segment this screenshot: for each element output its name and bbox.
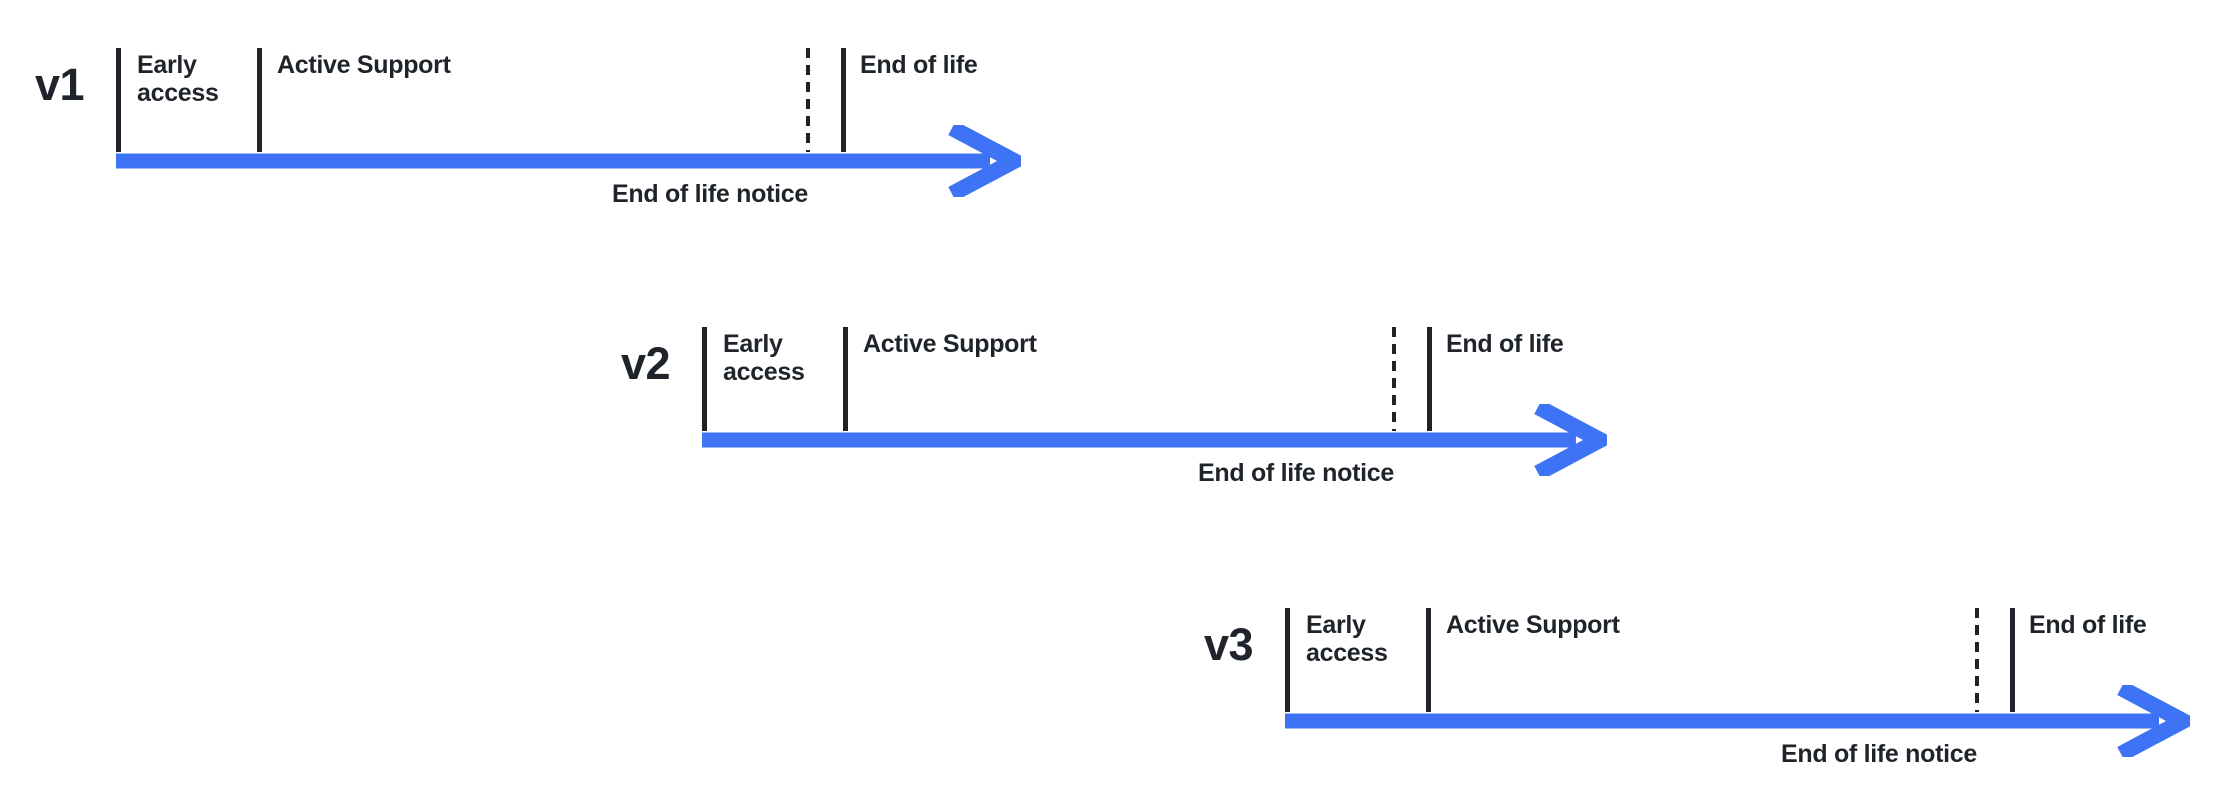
eol-notice-dashed-tick: [1392, 327, 1396, 431]
active-support-start-tick: [257, 48, 262, 152]
early-access-start-tick: [1285, 608, 1290, 712]
active-support-start-tick: [843, 327, 848, 431]
eol-notice-label: End of life notice: [1198, 459, 1394, 487]
end-of-life-label: End of life: [2029, 611, 2147, 639]
end-of-life-label: End of life: [1446, 330, 1564, 358]
end-of-life-tick: [1427, 327, 1432, 431]
early-access-start-tick: [116, 48, 121, 152]
timeline-arrow-icon: [116, 125, 1021, 197]
timeline-row-v2: v2 Early access Active Support End of li…: [586, 309, 1646, 514]
eol-notice-label: End of life notice: [612, 180, 808, 208]
version-label-v3: v3: [1203, 619, 1254, 670]
active-support-start-tick: [1426, 608, 1431, 712]
early-access-label: Early access: [723, 330, 805, 386]
end-of-life-tick: [2010, 608, 2015, 712]
eol-notice-dashed-tick: [1975, 608, 1979, 712]
eol-notice-label: End of life notice: [1781, 740, 1977, 768]
end-of-life-tick: [841, 48, 846, 152]
timeline-arrow-icon: [702, 404, 1607, 476]
timeline-arrow-icon: [1285, 685, 2190, 757]
early-access-label: Early access: [1306, 611, 1388, 667]
end-of-life-label: End of life: [860, 51, 978, 79]
timeline-row-v3: v3 Early access Active Support End of li…: [1169, 590, 2228, 795]
eol-notice-dashed-tick: [806, 48, 810, 152]
active-support-label: Active Support: [863, 330, 1037, 358]
early-access-start-tick: [702, 327, 707, 431]
version-label-v2: v2: [620, 338, 671, 389]
active-support-label: Active Support: [1446, 611, 1620, 639]
version-label-v1: v1: [34, 59, 85, 110]
timeline-row-v1: v1 Early access Active Support End of li…: [0, 30, 1060, 235]
early-access-label: Early access: [137, 51, 219, 107]
active-support-label: Active Support: [277, 51, 451, 79]
